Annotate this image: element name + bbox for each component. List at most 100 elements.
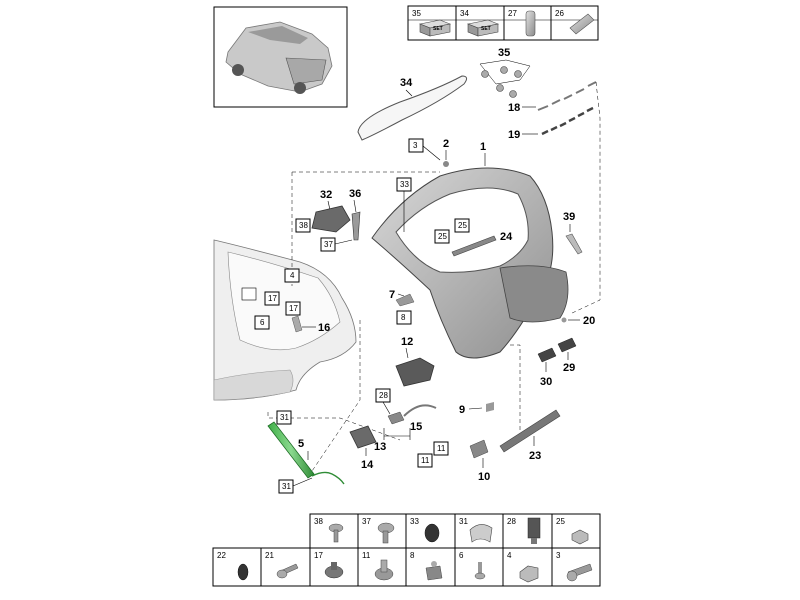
top-table-cell-27: 27 — [508, 9, 517, 18]
latch-32: 32 — [311, 189, 351, 233]
screw-icon — [377, 522, 395, 544]
bolt-2: 2 — [443, 138, 449, 167]
clip-group-35: 35 — [479, 47, 531, 98]
boxed-callout-11b: 11 — [417, 453, 433, 468]
callout-32: 32 — [320, 189, 332, 201]
boxed-callout-17a: 17 — [264, 291, 280, 306]
bottom-cell-17: 17 — [314, 551, 323, 560]
tailgate-panel-1 — [371, 167, 569, 359]
callout-5: 5 — [298, 438, 304, 450]
lock-motor-12: 12 — [395, 336, 435, 387]
callout-13-group: 13 — [374, 428, 411, 453]
cable-15: 15 — [387, 404, 437, 433]
svg-text:28: 28 — [379, 391, 388, 400]
callout-35: 35 — [498, 47, 510, 59]
stud-icon — [474, 562, 486, 580]
tube-icon — [525, 10, 536, 37]
bottom-cell-21: 21 — [265, 551, 274, 560]
bottom-cell-25: 25 — [556, 517, 565, 526]
callout-29: 29 — [563, 362, 575, 374]
callout-14: 14 — [361, 459, 374, 471]
badge-19: 19 — [508, 106, 594, 141]
bottom-cell-38: 38 — [314, 517, 323, 526]
callout-34: 34 — [400, 77, 413, 89]
washer-icon — [237, 563, 249, 581]
rear-body-shell — [213, 239, 357, 401]
boxed-callout-37: 37 — [320, 237, 353, 252]
svg-text:17: 17 — [268, 294, 277, 303]
svg-text:8: 8 — [401, 313, 406, 322]
bolt-icon — [374, 559, 394, 581]
switch-30: 30 — [537, 347, 557, 388]
boxed-callout-3: 3 — [408, 138, 441, 161]
connector-icon — [527, 517, 541, 544]
svg-text:11: 11 — [437, 444, 446, 453]
boxed-callout-25a: 25 — [454, 218, 470, 233]
bottom-cell-33: 33 — [410, 517, 419, 526]
callout-15: 15 — [410, 421, 422, 433]
cartridge-icon — [569, 13, 595, 35]
boxed-callout-38: 38 — [295, 218, 311, 233]
top-table-cell-34: 34 — [460, 9, 469, 18]
top-parts-table: 35 34 27 26 SET SET — [407, 5, 599, 41]
callout-18: 18 — [508, 102, 520, 114]
callout-30: 30 — [540, 376, 552, 388]
svg-text:31: 31 — [280, 413, 289, 422]
clip-icon — [425, 561, 443, 581]
boxed-callout-4: 4 — [284, 268, 300, 283]
boxed-callout-11a: 11 — [433, 441, 449, 456]
trim-strip-24: 24 — [451, 231, 513, 257]
svg-text:3: 3 — [413, 141, 418, 150]
boxed-callout-25b: 25 — [434, 229, 450, 244]
bottom-cell-3: 3 — [556, 551, 561, 560]
badge-18: 18 — [508, 81, 597, 114]
top-table-cell-35: 35 — [412, 9, 421, 18]
seal-23: 23 — [499, 409, 561, 462]
bottom-cell-4: 4 — [507, 551, 512, 560]
boxed-callout-17b: 17 — [285, 301, 301, 316]
rod-39: 39 — [563, 211, 583, 255]
callout-13: 13 — [374, 441, 386, 453]
callout-9: 9 — [459, 404, 465, 416]
bottom-cell-11: 11 — [362, 551, 371, 560]
vehicle-thumbnail — [213, 6, 348, 108]
svg-text:31: 31 — [282, 482, 291, 491]
set-box-icon: SET — [418, 19, 452, 37]
screw-icon — [328, 523, 344, 543]
screw-20: 20 — [561, 315, 595, 327]
boxed-callout-8: 8 — [396, 310, 412, 325]
bottom-cell-31: 31 — [459, 517, 468, 526]
nut-icon — [571, 529, 589, 545]
callout-36: 36 — [349, 188, 361, 200]
boxed-callout-28: 28 — [375, 388, 391, 415]
nut-icon — [519, 565, 539, 583]
callout-20: 20 — [583, 315, 595, 327]
callout-10: 10 — [478, 471, 490, 483]
svg-text:4: 4 — [290, 271, 295, 280]
foam-pad-icon — [469, 524, 493, 543]
callout-12: 12 — [401, 336, 413, 348]
callout-39: 39 — [563, 211, 575, 223]
switch-29: 29 — [557, 337, 577, 374]
callout-1: 1 — [480, 141, 486, 153]
bolt-icon — [566, 563, 593, 582]
hinge-10: 10 — [469, 439, 490, 483]
clip-7: 7 — [389, 289, 415, 307]
svg-text:33: 33 — [400, 180, 409, 189]
plug-icon — [424, 523, 440, 543]
plastic-rivet-icon — [324, 562, 344, 579]
boxed-callout-31a: 31 — [276, 410, 292, 425]
bottom-cell-8: 8 — [410, 551, 415, 560]
top-table-cell-26: 26 — [555, 9, 564, 18]
callout-19: 19 — [508, 129, 520, 141]
boxed-callout-6: 6 — [254, 315, 270, 330]
bottom-cell-28: 28 — [507, 517, 516, 526]
svg-text:17: 17 — [289, 304, 298, 313]
callout-23: 23 — [529, 450, 541, 462]
gas-strut-5: 5 — [267, 421, 345, 485]
screw-icon — [276, 563, 299, 579]
callout-7: 7 — [389, 289, 395, 301]
callout-16: 16 — [318, 322, 330, 334]
set-label: SET — [433, 26, 443, 32]
